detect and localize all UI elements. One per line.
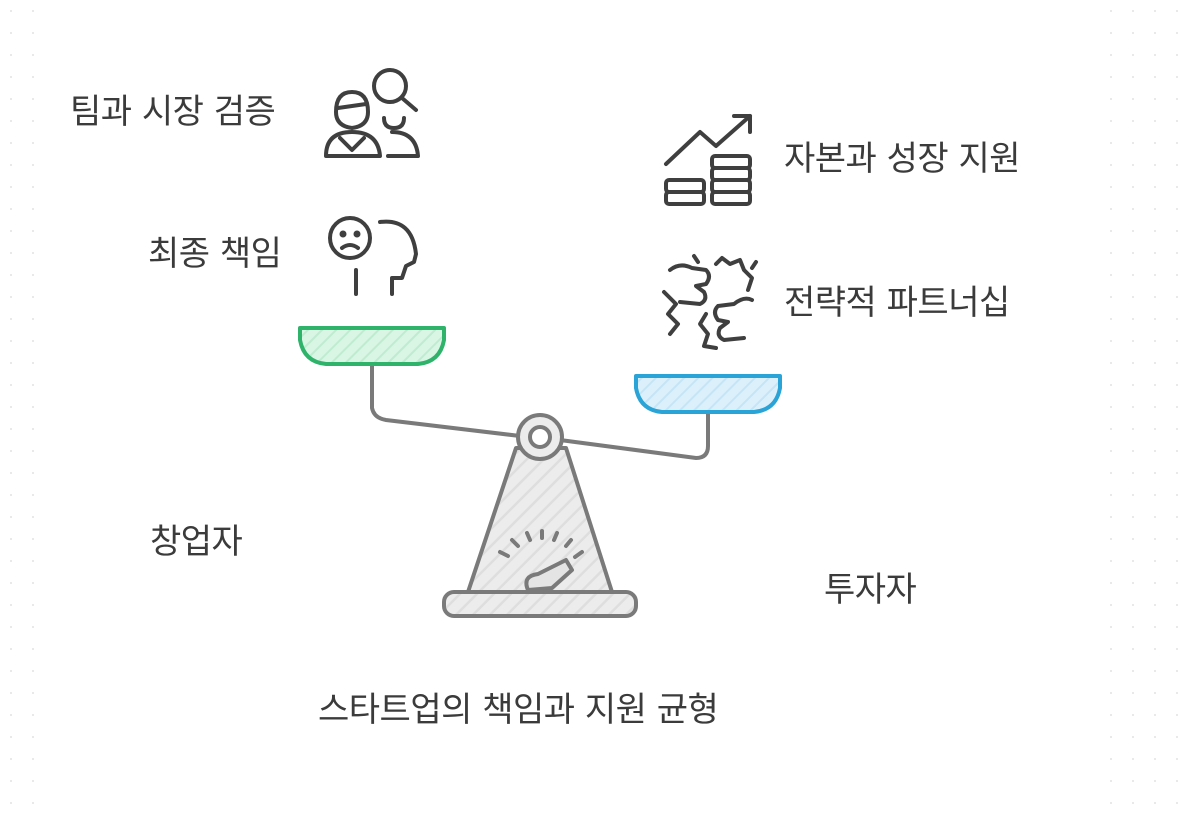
scale-base <box>442 446 638 618</box>
founder-pan <box>298 326 446 366</box>
worried-head-icon <box>328 216 418 296</box>
fist-bump-icon <box>662 254 758 350</box>
investor-item-strategic-partnership: 전략적 파트너십 <box>784 283 1010 323</box>
growth-coins-icon <box>664 114 752 206</box>
diagram-title: 스타트업의 책임과 지원 균형 <box>318 690 719 730</box>
investor-label: 투자자 <box>824 570 917 610</box>
investor-pan <box>634 374 782 414</box>
founder-item-final-responsibility: 최종 책임 <box>148 234 282 274</box>
scale-beam <box>370 350 710 461</box>
founder-label: 창업자 <box>150 522 243 562</box>
founder-item-team-market-validation: 팀과 시장 검증 <box>70 92 276 132</box>
team-people-icon <box>324 68 420 158</box>
investor-item-capital-growth-support: 자본과 성장 지원 <box>784 139 1021 179</box>
gauge-icon <box>498 529 584 559</box>
